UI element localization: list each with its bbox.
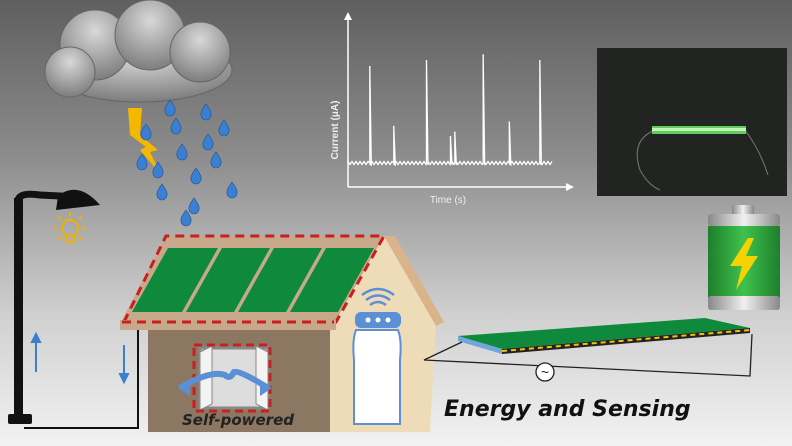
power-wire — [24, 322, 139, 429]
street-lamp-icon — [8, 189, 100, 424]
raindrop-icon — [218, 119, 230, 137]
peak-point-2 — [425, 60, 428, 62]
current-arrow-down-icon — [118, 345, 130, 385]
ac-source-icon — [535, 362, 555, 382]
peak-point-6 — [508, 121, 511, 123]
current-trace — [347, 54, 553, 167]
circuit-wire — [423, 333, 753, 377]
solar-panels — [132, 248, 374, 312]
raindrop-icon — [180, 209, 192, 227]
self-powered-label: Self-powered — [182, 411, 294, 429]
peak-point-5 — [482, 54, 484, 56]
raindrop-icon — [176, 143, 188, 161]
raindrop-icon — [200, 103, 212, 121]
led-photo — [597, 48, 787, 196]
raindrop-icon — [188, 197, 200, 215]
storm-cloud-icon — [44, 0, 233, 103]
peak-point-1 — [392, 125, 395, 128]
y-axis-arrow — [344, 12, 352, 20]
peak-point-4 — [454, 131, 456, 134]
wireless-sensor-icon — [352, 287, 402, 425]
raindrop-icon — [156, 183, 168, 201]
lightning-bolt-icon — [128, 108, 162, 176]
raindrop-icon — [170, 117, 182, 135]
raindrop-icon — [190, 167, 202, 185]
energy-sensing-label: Energy and Sensing — [444, 397, 691, 422]
wifi-icon — [361, 287, 395, 307]
peak-point-0 — [369, 65, 371, 68]
raindrop-icon — [226, 181, 238, 199]
raindrop-icon — [152, 161, 164, 179]
house — [120, 234, 444, 432]
raindrop-icon — [164, 99, 176, 117]
y-axis-label: Current (μA) — [330, 101, 341, 160]
peak-point-7 — [539, 60, 541, 62]
x-axis-arrow — [566, 183, 574, 191]
ac-source-symbol: ~ — [541, 364, 549, 380]
battery-charging-icon — [708, 205, 780, 310]
energy-harvesting-device: ~ — [423, 318, 753, 382]
raindrop-icon — [210, 151, 222, 169]
peak-point-3 — [449, 135, 452, 138]
current-time-chart: Time (s) Current (μA) — [330, 12, 574, 206]
raindrops — [136, 99, 238, 227]
raindrop-icon — [140, 123, 152, 141]
raindrop-icon — [202, 133, 214, 151]
x-axis-label: Time (s) — [430, 195, 466, 206]
window-icon — [178, 343, 272, 413]
light-bulb-icon — [54, 212, 86, 243]
current-arrow-up-icon — [30, 331, 42, 372]
raindrop-icon — [136, 153, 148, 171]
